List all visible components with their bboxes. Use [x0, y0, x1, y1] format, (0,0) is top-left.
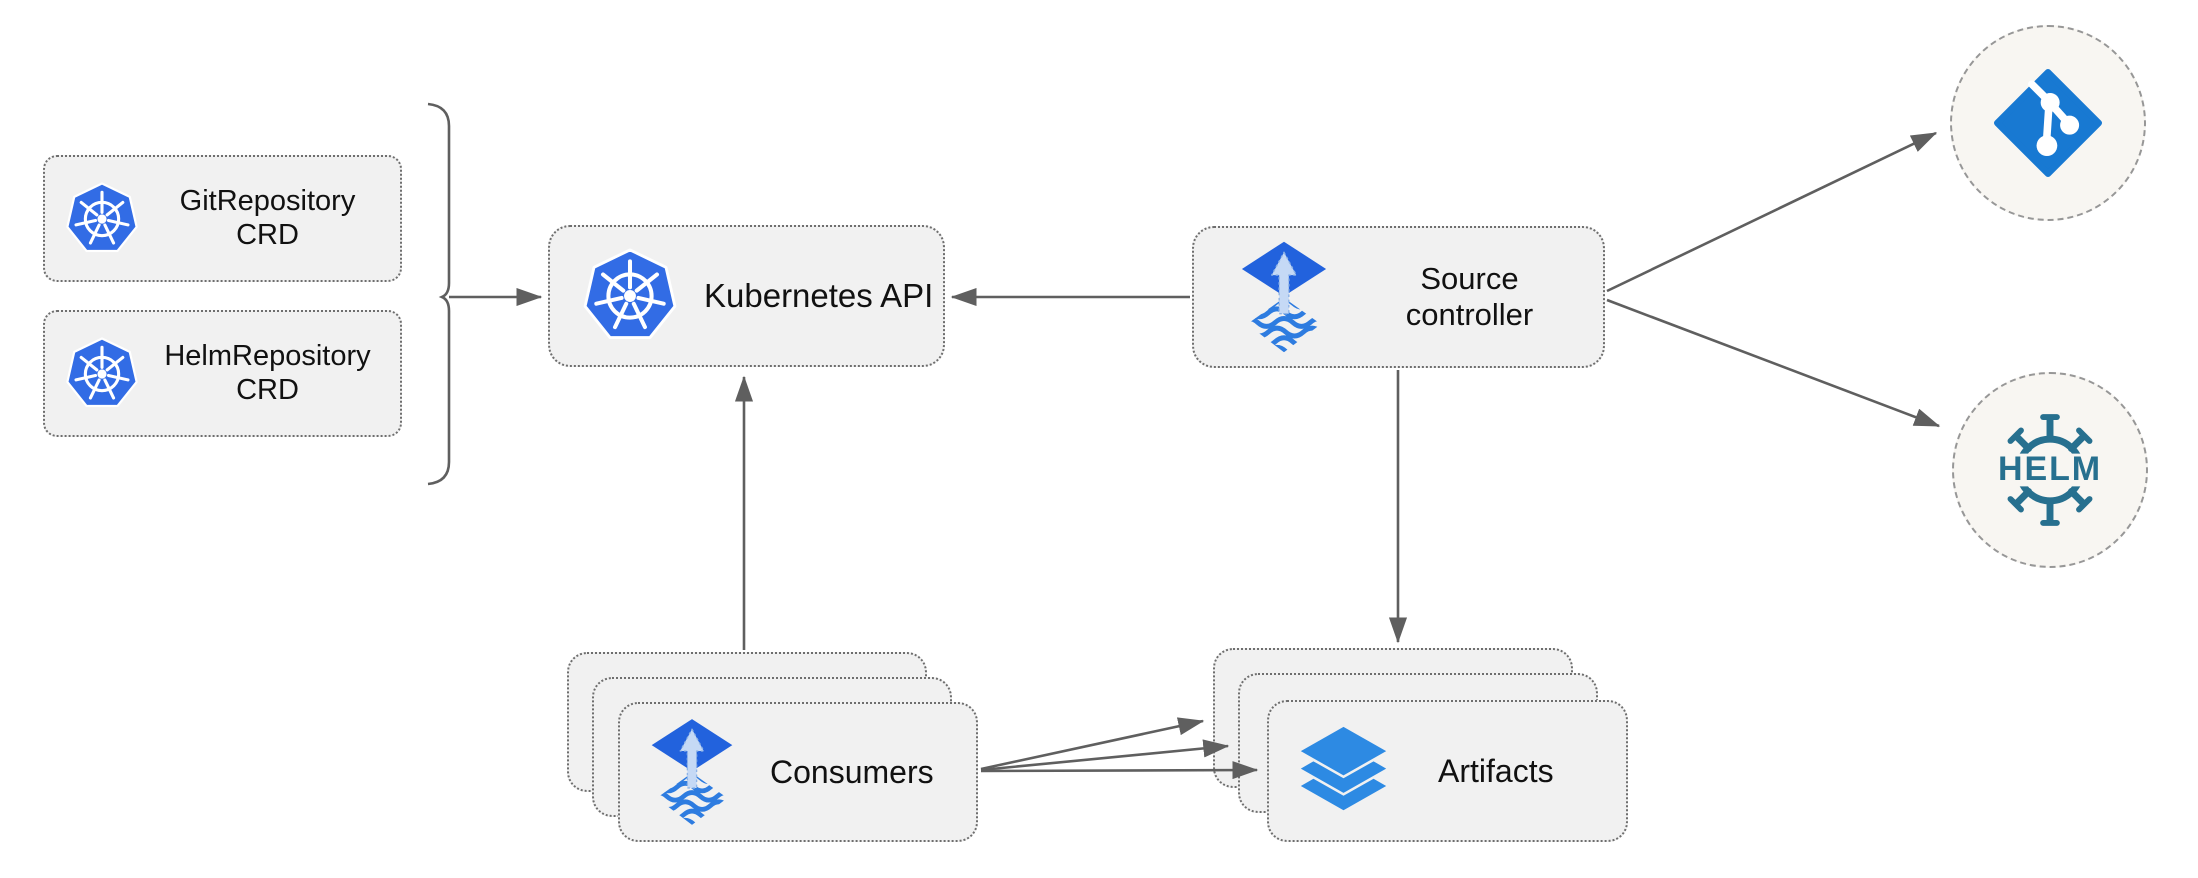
node-helm-registry: HELM: [1952, 372, 2148, 568]
node-label-line1: Source: [1420, 261, 1519, 297]
node-git-registry: [1950, 25, 2146, 221]
edge-consumers-to-artifacts-1: [980, 717, 1205, 771]
node-label-line2: CRD: [236, 373, 299, 406]
edge-consumers-to-artifacts-2: [980, 739, 1230, 772]
node-label: GitRepository CRD: [149, 185, 386, 252]
node-label-line1: HelmRepository: [164, 339, 371, 372]
brace-crds: [427, 102, 451, 486]
node-label: Consumers: [770, 753, 934, 790]
kubernetes-icon: [582, 248, 678, 344]
kubernetes-icon: [65, 182, 139, 256]
node-label: Artifacts: [1438, 752, 1554, 789]
node-label-line1: GitRepository: [179, 184, 356, 217]
flux-icon: [1240, 240, 1328, 354]
node-consumers: Consumers: [618, 702, 978, 842]
flux-icon: [650, 717, 734, 827]
node-helmrepository-crd: HelmRepository CRD: [43, 310, 402, 437]
node-label: Kubernetes API: [704, 277, 934, 314]
edge-source-controller-to-helm-registry: [1606, 298, 1941, 428]
node-label-line2: CRD: [236, 218, 299, 251]
helm-icon: HELM: [1989, 414, 2111, 526]
kubernetes-icon: [65, 337, 139, 411]
node-label-line2: controller: [1405, 297, 1534, 332]
node-artifacts: Artifacts: [1267, 700, 1628, 842]
node-source-controller: Source controller: [1192, 226, 1605, 368]
node-gitrepository-crd: GitRepository CRD: [43, 155, 402, 282]
node-label: Source controller: [1362, 261, 1577, 333]
helm-logo-text: HELM: [1998, 450, 2102, 488]
node-label: HelmRepository CRD: [149, 340, 386, 407]
layers-icon: [1295, 723, 1392, 820]
edge-source-controller-to-git-registry: [1606, 131, 1938, 293]
node-kubernetes-api: Kubernetes API: [548, 225, 945, 367]
git-icon: [1994, 69, 2102, 177]
